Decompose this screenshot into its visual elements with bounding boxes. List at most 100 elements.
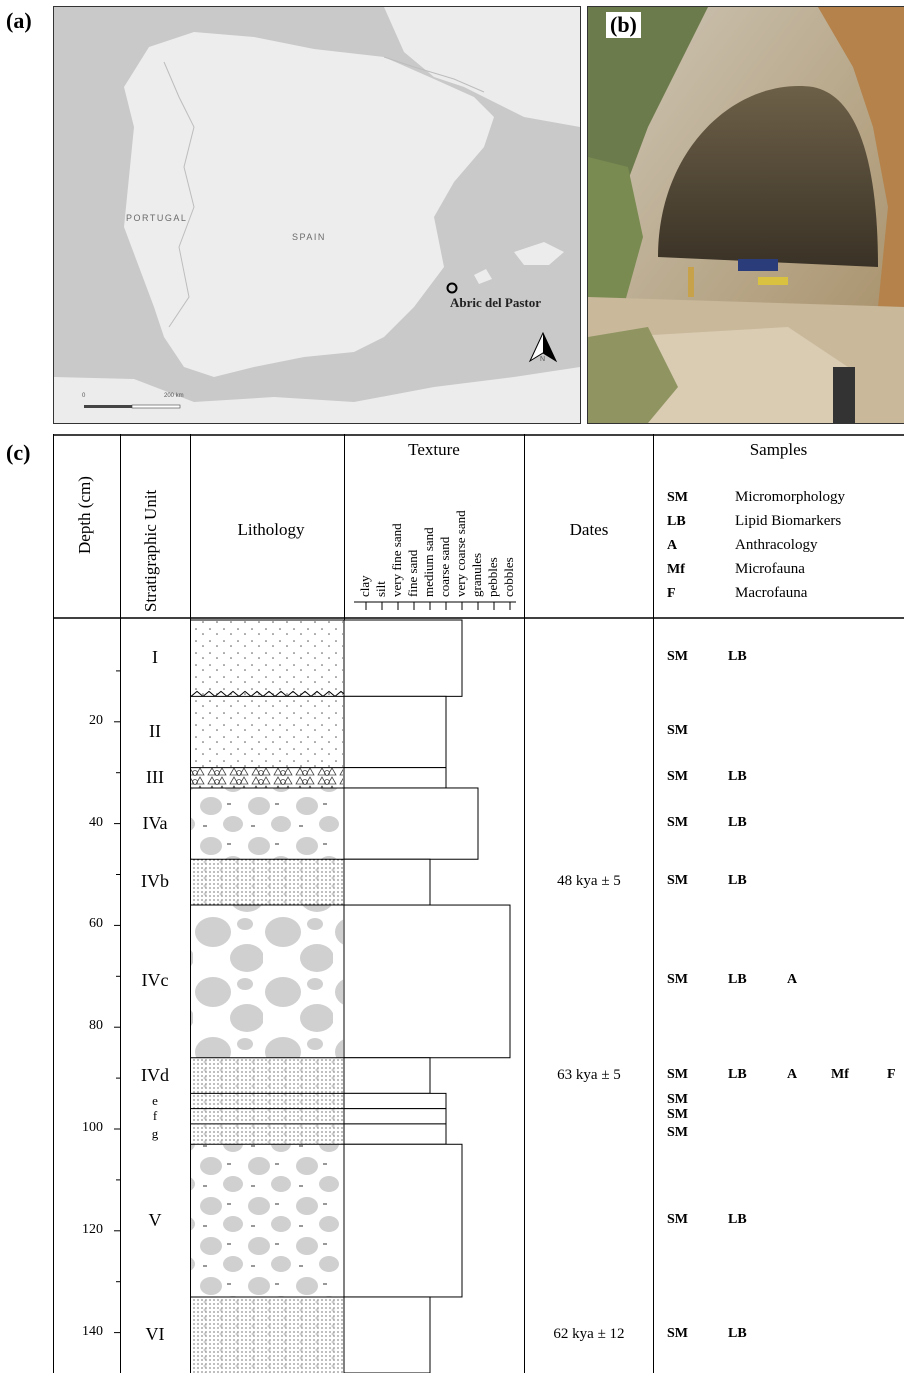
sample-LB: LB [728,768,747,784]
stratigraphic-log: Depth (cm) Stratigraphic Unit Lithology … [53,434,904,1374]
sample-LB: LB [728,1211,747,1227]
unit-label-II: II [149,720,161,741]
sample-A: A [787,1066,798,1082]
lithology-layer-e [191,1093,343,1109]
north-label: N [540,356,546,363]
legend-code: LB [667,514,686,529]
sample-SM: SM [667,649,688,665]
depth-tick-label: 140 [82,1323,103,1339]
legend-code: Mf [667,562,685,577]
texture-bar-VI [343,1296,431,1374]
legend-description: Microfauna [735,561,805,577]
legend-code: F [667,586,676,601]
texture-class-clay: clay [357,575,372,597]
sample-SM: SM [667,1325,688,1341]
lithology-layer-IVb [191,859,343,906]
texture-bar-IVd [343,1057,431,1094]
header-texture: Texture [408,440,460,459]
depth-tick-label: 120 [82,1221,103,1237]
unit-label-I: I [152,647,158,668]
texture-bar-g [343,1123,447,1145]
unit-label-g: g [151,1126,159,1142]
date-label: 48 kya ± 5 [557,873,621,890]
texture-class-silt: silt [373,581,388,597]
texture-bar-IVc [343,904,511,1059]
unit-label-IVc: IVc [141,970,169,991]
lithology-layer-III [191,767,343,788]
site-label: Abric del Pastor [450,295,541,310]
lithology-layer-f [191,1108,343,1124]
depth-tick-label: 20 [89,712,103,728]
texture-bar-IVb [343,858,431,906]
map-label-portugal: PORTUGAL [126,213,188,223]
texture-class-very-coarse-sand: very coarse sand [453,510,468,597]
header-dates: Dates [569,520,609,539]
unit-label-V: V [148,1209,162,1230]
iberia-map: PORTUGAL SPAIN Abric del Pastor N 0 200 … [53,6,581,424]
texture-bar-II [343,695,447,769]
lithology-layer-V [191,1144,343,1297]
unit-label-IVd: IVd [141,1064,169,1085]
sample-SM: SM [667,1092,688,1107]
scale-end: 200 km [164,393,184,399]
depth-tick-label: 100 [82,1120,103,1135]
sample-SM: SM [667,1066,688,1082]
unit-label-IVa: IVa [142,812,168,833]
texture-bar-III [343,767,447,789]
legend-code: SM [667,490,688,505]
sample-LB: LB [728,873,747,889]
texture-bar-IVa [343,787,479,860]
sample-SM: SM [667,1211,688,1227]
map-drawing [54,7,580,423]
legend-code: A [667,538,678,553]
sample-A: A [787,972,798,988]
legend-description: Anthracology [735,537,818,553]
date-label: 63 kya ± 5 [557,1066,621,1083]
lithology-layer-II [191,696,343,768]
legend-description: Lipid Biomarkers [735,513,842,529]
lithology-layer-IVc [191,905,343,1058]
sample-SM: SM [667,722,688,738]
scale-start: 0 [82,393,86,399]
panel-label-c: (c) [6,440,31,465]
lithology-layer-I [191,620,343,697]
sample-SM: SM [667,1107,688,1123]
unit-label-f: f [152,1108,158,1124]
legend-description: Macrofauna [735,585,808,601]
stratigraphic-log-drawing [53,434,904,1374]
texture-class-cobbles: cobbles [501,557,516,597]
header-depth: Depth (cm) [75,476,94,554]
map-label-spain: SPAIN [292,232,326,242]
sample-SM: SM [667,814,688,830]
header-samples: Samples [749,440,808,459]
lithology-layer-IVa [191,787,343,860]
depth-tick-label: 40 [89,814,103,830]
depth-tick-label: 60 [89,916,103,932]
sample-LB: LB [728,972,747,988]
texture-class-pebbles: pebbles [485,557,500,597]
sample-SM: SM [667,1125,688,1141]
texture-class-medium-sand: medium sand [421,527,436,597]
legend-description: Micromorphology [735,489,845,505]
texture-class-very-fine-sand: very fine sand [389,523,404,597]
sample-SM: SM [667,768,688,784]
texture-bar-f [343,1108,447,1125]
sample-SM: SM [667,873,688,889]
sample-LB: LB [728,814,747,830]
rock-shelter-photo [588,7,904,423]
header-lithology: Lithology [237,520,305,539]
unit-label-VI: VI [145,1323,165,1344]
texture-class-coarse-sand: coarse sand [437,536,452,597]
sample-LB: LB [728,1066,747,1082]
sample-SM: SM [667,972,688,988]
depth-tick-label: 80 [89,1018,103,1034]
unit-label-e: e [152,1093,158,1108]
lithology-layer-VI [191,1296,343,1373]
panel-label-a: (a) [6,8,32,33]
texture-bar-V [343,1143,463,1298]
sample-F: F [887,1066,896,1082]
texture-bar-I [343,619,463,697]
texture-class-granules: granules [469,552,484,597]
site-photo [587,6,904,424]
sample-LB: LB [728,1325,747,1341]
